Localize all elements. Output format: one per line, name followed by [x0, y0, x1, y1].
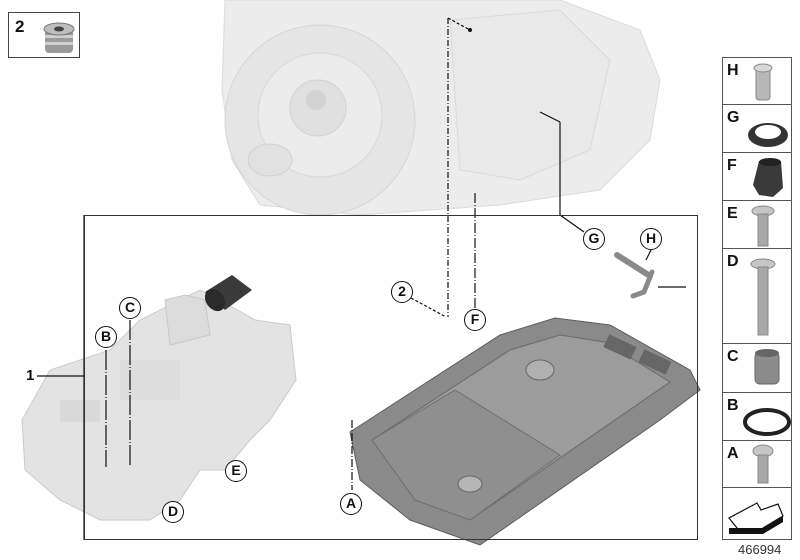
callout-A[interactable]: A [340, 493, 362, 515]
guide-pin-part [614, 252, 655, 299]
long-screw-icon [750, 258, 776, 336]
sleeve-icon [754, 349, 780, 385]
sealing-ring-icon [748, 123, 788, 147]
diagram-reference-number: 466994 [738, 542, 782, 557]
callout-B[interactable]: B [95, 326, 117, 348]
callout-G[interactable]: G [583, 228, 605, 250]
legend-row-G[interactable]: G [723, 105, 791, 153]
legend-row-B[interactable]: B [723, 393, 791, 441]
callout-2[interactable]: 2 [391, 281, 413, 303]
bellow-part [204, 275, 252, 312]
callout-1[interactable]: 1 [26, 367, 35, 384]
assembly-frame [84, 215, 698, 540]
oil-pan [349, 317, 701, 546]
legend-row-arrow[interactable] [723, 488, 791, 539]
legend-row-H[interactable]: H [723, 58, 791, 105]
legend-row-A[interactable]: A [723, 441, 791, 488]
callout-F[interactable]: F [464, 309, 486, 331]
inset-part-2[interactable]: 2 [8, 12, 80, 58]
o-ring-icon [743, 408, 791, 436]
screw-plug-icon [43, 22, 75, 53]
legend-row-E[interactable]: E [723, 201, 791, 249]
connector-adapter-icon [753, 158, 783, 197]
legend-row-F[interactable]: F [723, 153, 791, 201]
inset-label: 2 [15, 17, 25, 36]
parts-legend-panel: H G F E D C [722, 57, 792, 540]
callout-D[interactable]: D [162, 501, 184, 523]
arrow-symbol-icon [728, 502, 784, 534]
callout-C[interactable]: C [119, 297, 141, 319]
oil-pan-screw-icon [752, 444, 774, 484]
transmission-housing [221, 0, 661, 216]
short-screw-icon [751, 205, 775, 247]
legend-row-C[interactable]: C [723, 344, 791, 393]
callout-E[interactable]: E [225, 460, 247, 482]
legend-row-D[interactable]: D [723, 249, 791, 344]
callout-H[interactable]: H [640, 228, 662, 250]
guide-sleeve-icon [753, 63, 773, 101]
